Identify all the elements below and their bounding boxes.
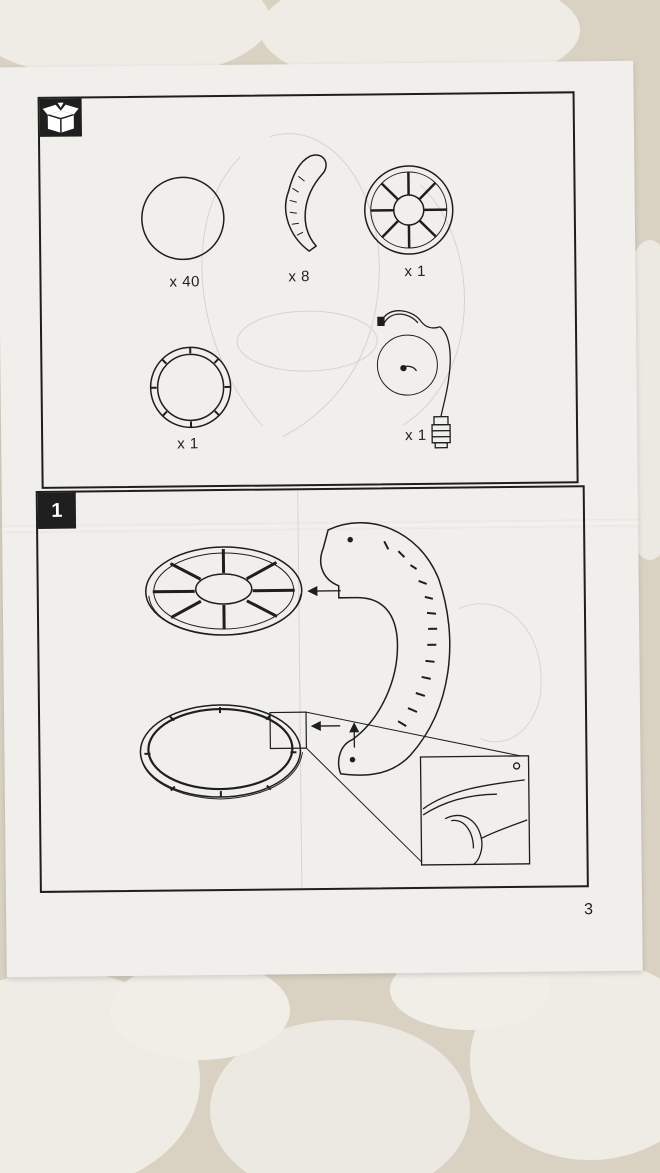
curved-rib-icon	[319, 522, 451, 776]
hub-disc-icon	[145, 546, 303, 636]
slotted-ring-icon	[149, 346, 232, 429]
spoked-hub-icon	[364, 165, 454, 255]
rib-quantity: x 8	[288, 268, 311, 286]
ring-icon	[139, 704, 303, 800]
step-1-illustration	[139, 490, 542, 889]
instruction-page: x 40 x 8 x 1 x 1 x 1 1	[0, 60, 643, 978]
assembly-arrow-icon	[307, 585, 360, 748]
zoom-region-marker	[269, 711, 308, 750]
step-1-panel: 1	[35, 485, 589, 893]
cord-socket-icon	[376, 310, 451, 449]
parts-illustrations	[141, 133, 465, 449]
box-contents-icon	[39, 98, 82, 137]
curved-rib-icon	[284, 154, 327, 253]
parts-list-panel: x 40 x 8 x 1 x 1 x 1	[37, 91, 579, 489]
round-disc-icon	[141, 176, 225, 261]
disc-quantity: x 40	[169, 273, 200, 291]
hub-quantity: x 1	[404, 262, 427, 281]
detail-inset	[419, 755, 531, 866]
ring-quantity: x 1	[177, 435, 199, 453]
cord-quantity: x 1	[405, 426, 427, 445]
page-number: 3	[584, 901, 594, 919]
